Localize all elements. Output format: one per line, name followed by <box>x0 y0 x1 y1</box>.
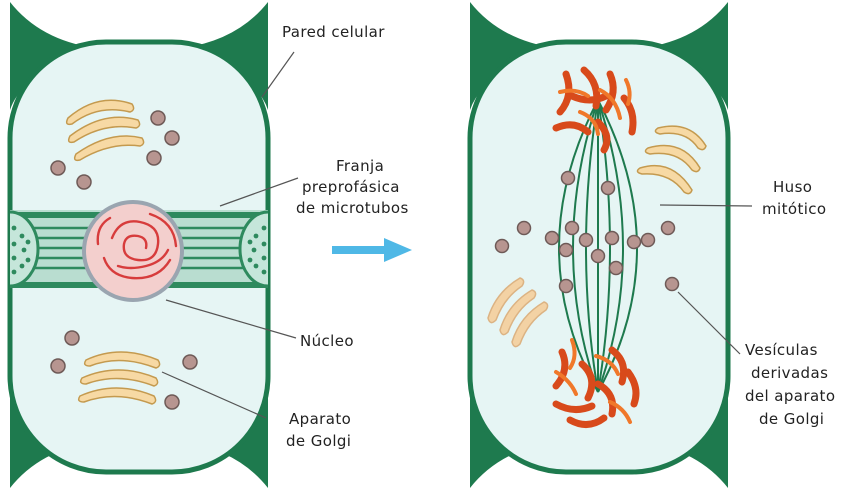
cell-mitosis <box>470 2 728 488</box>
label-huso-1: Huso <box>773 178 812 196</box>
nucleus <box>84 202 182 300</box>
label-vesiculas-2: derivadas <box>751 364 828 382</box>
arrow-right-icon <box>332 238 412 262</box>
label-pared-celular: Pared celular <box>282 23 385 41</box>
label-vesiculas-3: del aparato <box>745 387 835 405</box>
label-vesiculas-1: Vesículas <box>745 341 818 359</box>
golgi-apparatus-bottom <box>79 352 160 404</box>
label-franja-1: Franja <box>336 157 384 175</box>
label-franja-3: de microtubos <box>296 199 409 217</box>
label-franja-2: preprofásica <box>302 178 400 196</box>
label-golgi-2: de Golgi <box>286 432 351 450</box>
cell-interphase <box>0 2 296 488</box>
label-nucleo: Núcleo <box>300 332 354 350</box>
label-vesiculas-4: de Golgi <box>759 410 824 428</box>
label-huso-2: mitótico <box>762 200 827 218</box>
label-golgi-1: Aparato <box>289 410 351 428</box>
